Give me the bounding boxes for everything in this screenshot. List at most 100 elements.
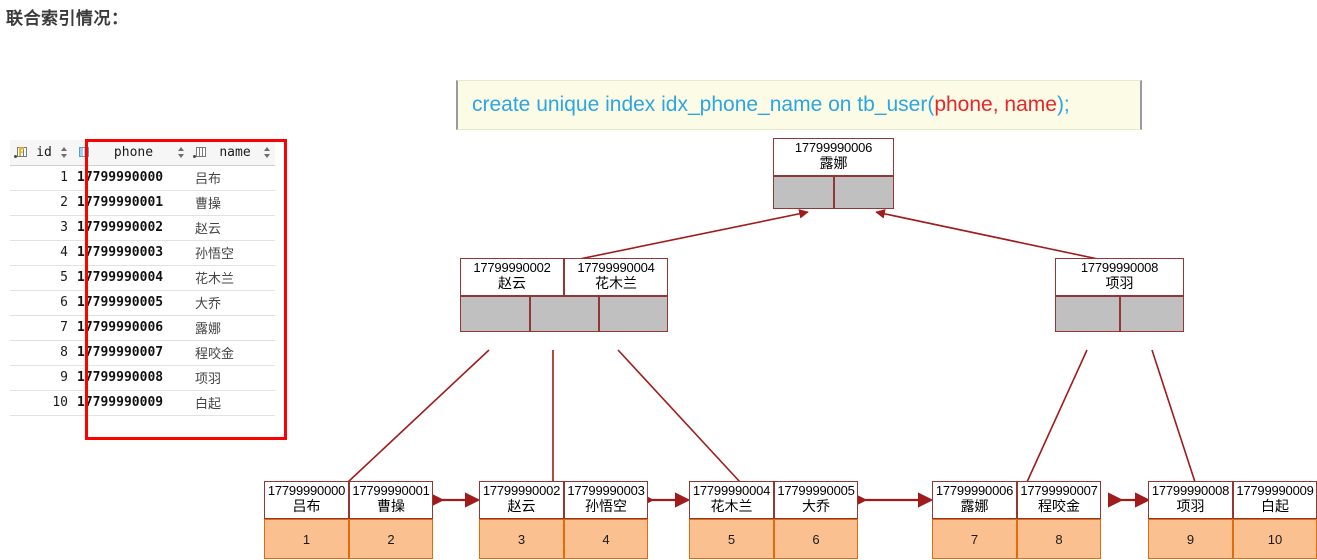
sort-arrows-name-icon[interactable] (264, 146, 271, 158)
internal-left-pointer-cell (460, 296, 530, 332)
leaf-key-row: 17799990008 项羽 17799990009 白起 (1148, 481, 1317, 519)
leaf-value-row: 1 2 (264, 519, 433, 559)
cell-phone: 17799990002 (72, 215, 189, 241)
internal-right-key-name: 项羽 (1105, 274, 1134, 291)
internal-right-key-cell: 17799990008 项羽 (1055, 258, 1184, 296)
leaf-key-name: 花木兰 (710, 497, 753, 514)
cell-phone: 17799990009 (72, 390, 189, 416)
internal-right-key-phone: 17799990008 (1080, 260, 1159, 275)
cell-name: 露娜 (189, 315, 275, 341)
leaf-key-phone: 17799990005 (777, 483, 855, 498)
cell-name: 孙悟空 (189, 240, 275, 266)
leaf-key-phone: 17799990008 (1151, 483, 1230, 498)
leaf-key-cell: 17799990000 吕布 (264, 481, 349, 519)
sort-arrows-id-icon[interactable] (61, 146, 68, 158)
leaf-key-name: 孙悟空 (585, 497, 627, 514)
key-column-icon (14, 146, 27, 159)
cell-id: 5 (10, 265, 72, 291)
internal-right-pointer-cell (1120, 296, 1184, 332)
sql-prefix: create unique index idx_phone_name on tb… (472, 93, 935, 116)
leaf-value-cell: 8 (1017, 519, 1101, 559)
leaf-value-cell: 7 (932, 519, 1017, 559)
cell-id: 3 (10, 215, 72, 241)
internal-right-pointer-cell (1055, 296, 1120, 332)
internal-left-key-name: 赵云 (498, 274, 526, 291)
column-header-phone[interactable]: phone (72, 140, 189, 166)
cell-id: 1 (10, 165, 72, 191)
btree-internal-node-right: 17799990008 项羽 (1055, 258, 1184, 332)
column-header-phone-label: phone (113, 144, 154, 160)
cell-phone: 17799990000 (72, 165, 189, 191)
leaf-value-cell: 5 (689, 519, 774, 559)
internal-left-key-row: 17799990002 赵云 17799990004 花木兰 (460, 258, 668, 296)
btree-leaf-node: 17799990000 吕布 17799990001 曹操 1 2 (264, 481, 433, 559)
root-pointer-cell (773, 176, 834, 209)
leaf-key-cell: 17799990005 大乔 (774, 481, 858, 519)
internal-left-key-phone: 17799990004 (577, 260, 655, 275)
leaf-key-cell: 17799990002 赵云 (479, 481, 564, 519)
leaf-value-cell: 6 (774, 519, 858, 559)
leaf-key-row: 17799990006 露娜 17799990007 程咬金 (932, 481, 1101, 519)
sql-index-columns: phone, name (934, 93, 1057, 116)
cell-name: 白起 (189, 390, 275, 416)
sql-suffix: ); (1056, 93, 1070, 116)
internal-left-pointer-cell (599, 296, 668, 332)
cell-name: 赵云 (189, 215, 275, 241)
cell-name: 程咬金 (189, 340, 275, 366)
leaf-key-cell: 17799990004 花木兰 (689, 481, 774, 519)
cell-name: 项羽 (189, 365, 275, 391)
cell-id: 7 (10, 315, 72, 341)
leaf-key-phone: 17799990009 (1236, 483, 1314, 498)
leaf-key-cell: 17799990006 露娜 (932, 481, 1017, 519)
cell-name: 曹操 (189, 190, 275, 216)
cell-phone: 17799990003 (72, 240, 189, 266)
leaf-value-cell: 2 (349, 519, 433, 559)
cell-phone: 17799990008 (72, 365, 189, 391)
leaf-key-cell: 17799990001 曹操 (349, 481, 433, 519)
root-key-name: 露娜 (819, 154, 848, 171)
leaf-value-row: 5 6 (689, 519, 858, 559)
sort-arrows-phone-icon[interactable] (178, 146, 185, 158)
cell-phone: 17799990007 (72, 340, 189, 366)
column-header-id[interactable]: id (10, 140, 72, 166)
leaf-key-phone: 17799990006 (935, 483, 1014, 498)
cell-phone: 17799990005 (72, 290, 189, 316)
internal-left-key-name: 花木兰 (595, 274, 637, 291)
leaf-value-cell: 1 (264, 519, 349, 559)
btree-internal-node-left: 17799990002 赵云 17799990004 花木兰 (460, 258, 668, 332)
cell-id: 10 (10, 390, 72, 416)
internal-left-key-phone: 17799990002 (473, 260, 551, 275)
leaf-key-name: 赵云 (507, 497, 536, 514)
cell-name: 花木兰 (189, 265, 275, 291)
column-header-name[interactable]: name (189, 140, 275, 166)
btree-root-node: 17799990006 露娜 (773, 138, 894, 209)
tb-user-data-table: id phone name (10, 140, 275, 416)
leaf-key-phone: 17799990007 (1020, 483, 1098, 498)
leaf-value-cell: 9 (1148, 519, 1233, 559)
cell-id: 4 (10, 240, 72, 266)
leaf-value-cell: 4 (564, 519, 648, 559)
cell-phone: 17799990001 (72, 190, 189, 216)
leaf-key-name: 项羽 (1176, 497, 1205, 514)
cell-name: 吕布 (189, 165, 275, 191)
sql-statement-box: create unique index idx_phone_name on tb… (456, 80, 1142, 130)
leaf-key-name: 大乔 (802, 497, 830, 514)
leaf-value-cell: 3 (479, 519, 564, 559)
internal-left-key-cell: 17799990002 赵云 (460, 258, 564, 296)
leaf-key-name: 程咬金 (1038, 497, 1080, 514)
column-header-id-label: id (36, 144, 52, 160)
internal-right-pointer-row (1055, 296, 1184, 332)
cell-name: 大乔 (189, 290, 275, 316)
leaf-key-cell: 17799990003 孙悟空 (564, 481, 648, 519)
cell-id: 6 (10, 290, 72, 316)
